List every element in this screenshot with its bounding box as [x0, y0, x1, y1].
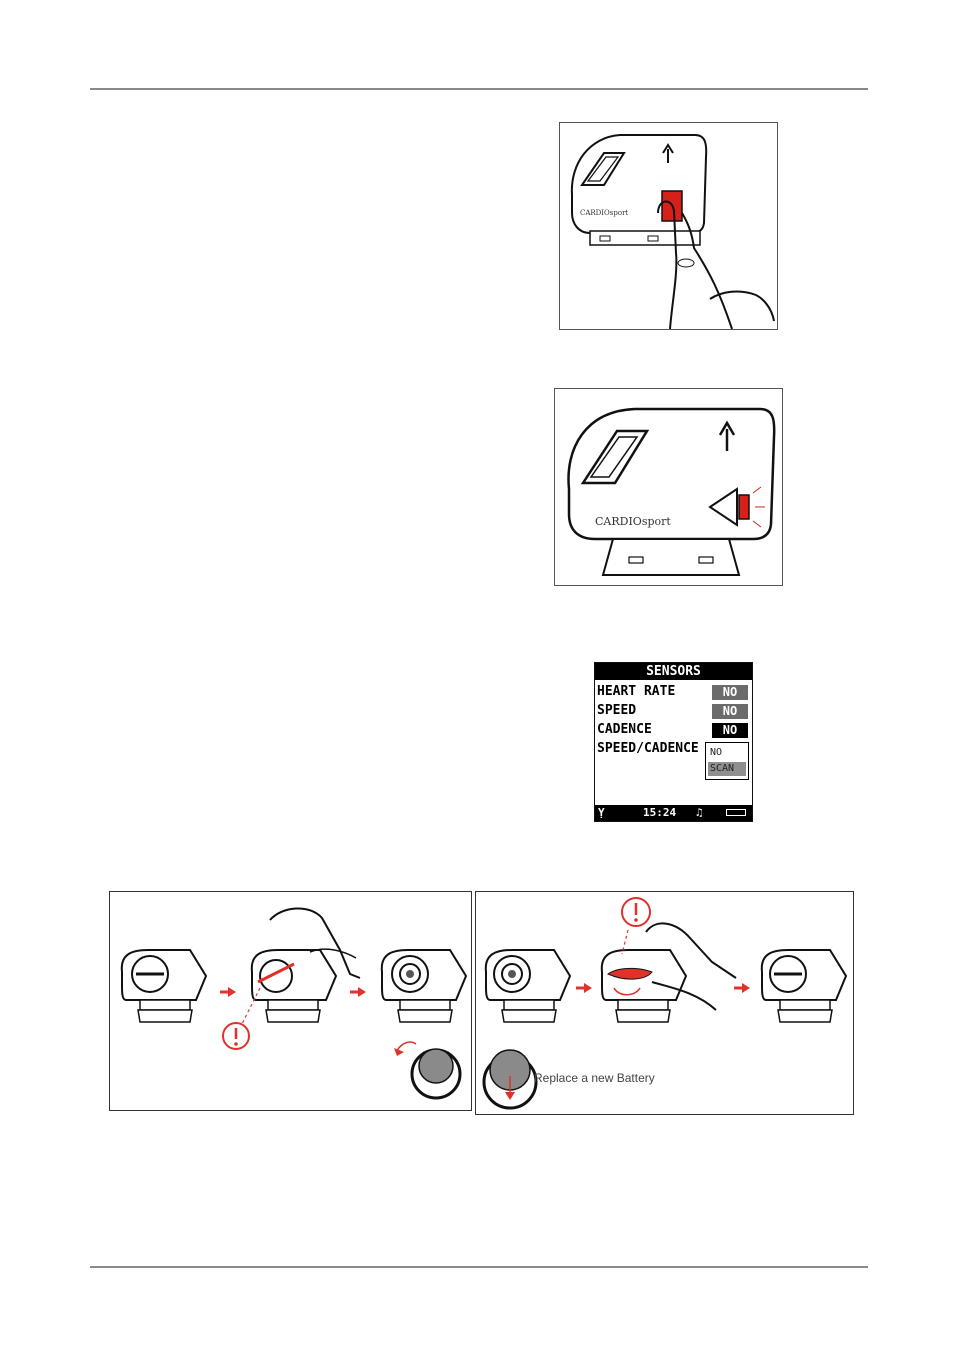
brand-text: CARDIOsport [595, 515, 671, 528]
header-rule [90, 88, 868, 90]
battery-icon [726, 809, 746, 816]
speed-value[interactable]: NO [712, 704, 748, 719]
battery-install-illustration: Replace a new Battery [476, 892, 853, 1114]
replace-battery-caption: Replace a new Battery [534, 1071, 655, 1085]
cadence-value[interactable]: NO [712, 723, 748, 738]
sensor-flash-illustration: CARDIOsport [555, 389, 782, 585]
antenna-icon: Ỵ [598, 805, 605, 821]
lcd-status-bar: Ỵ 15:24 ♫ [595, 805, 752, 821]
sensor-press-illustration: CARDIOsport [560, 123, 777, 329]
battery-remove-panel [109, 891, 472, 1111]
status-time: 15:24 [643, 805, 676, 821]
lcd-row-speed: SPEED [597, 703, 636, 719]
heart-rate-value[interactable]: NO [712, 685, 748, 700]
alarm-bell-icon: ♫ [696, 805, 703, 821]
lcd-row-speed-cadence: SPEED/CADENCE [597, 741, 699, 757]
figure-press-button: CARDIOsport [559, 122, 778, 330]
lcd-title: SENSORS [595, 663, 752, 680]
battery-remove-illustration [110, 892, 471, 1110]
sensors-lcd-screen: SENSORS HEART RATE NO SPEED NO CADENCE N… [594, 662, 753, 822]
brand-text: CARDIOsport [580, 209, 628, 217]
figure-button-flash: CARDIOsport [554, 388, 783, 586]
footer-rule [90, 1266, 868, 1268]
dropdown-option-scan[interactable]: SCAN [708, 762, 746, 776]
lcd-row-heart-rate: HEART RATE [597, 684, 675, 700]
battery-install-panel: Replace a new Battery [475, 891, 854, 1115]
dropdown-option-no[interactable]: NO [708, 746, 746, 760]
lcd-row-cadence: CADENCE [597, 722, 652, 738]
sensor-option-dropdown[interactable]: NO SCAN [705, 742, 749, 780]
